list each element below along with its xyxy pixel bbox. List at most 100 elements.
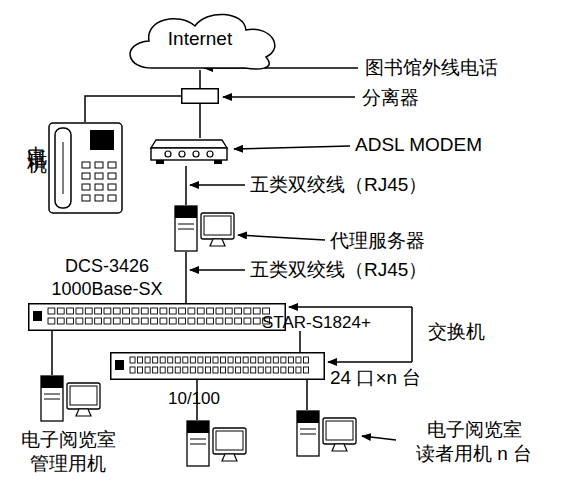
phone-key: [82, 162, 90, 168]
proxy-server-outline: [174, 205, 236, 252]
switch-port: [138, 357, 143, 363]
switch-port: [160, 357, 165, 363]
switch-port: [85, 308, 92, 314]
switch-port: [225, 318, 232, 324]
switch-port: [141, 318, 148, 324]
callout-bracket: [411, 307, 413, 362]
pc-tower: [297, 411, 319, 456]
network-cable: [299, 331, 301, 352]
switch-port: [207, 308, 214, 314]
network-cable: [199, 70, 201, 88]
switch-port: [160, 367, 165, 373]
switch-port: [130, 367, 135, 373]
phone-key: [108, 184, 116, 190]
phone-key: [82, 184, 90, 190]
network-cable: [306, 380, 308, 410]
callout-arrow: [190, 269, 245, 271]
annotation-label: 交换机: [428, 320, 485, 344]
switch-port: [303, 357, 308, 363]
node-text: 分离器: [362, 86, 419, 110]
proxy-server: 代理服务器: [174, 205, 236, 252]
pc-monitor: [201, 213, 234, 239]
switch-port: [205, 357, 210, 363]
pc-drive-slot: [300, 429, 316, 430]
switch-port: [104, 308, 111, 314]
switch-port: [288, 357, 293, 363]
switch-port: [67, 308, 74, 314]
modem-led: [207, 151, 213, 157]
reader-computer: [187, 421, 246, 466]
annotation-label: 10/100: [168, 388, 220, 409]
switch-port: [221, 357, 226, 363]
switch-port: [251, 367, 256, 373]
switch-port: [183, 357, 188, 363]
pc-drive-slot: [300, 434, 316, 435]
switch-port: [85, 318, 92, 324]
switch-port: [253, 308, 260, 314]
switch-port: [273, 357, 278, 363]
switch-port: [221, 367, 226, 373]
phone-key: [108, 162, 116, 168]
switch-port: [48, 308, 55, 314]
callout-arrow: [223, 96, 355, 98]
callout-arrow: [190, 184, 245, 186]
switch-port: [179, 318, 186, 324]
switch-port: [244, 308, 251, 314]
switch-port: [266, 357, 271, 363]
pc-stand: [76, 409, 91, 416]
phone-key: [95, 184, 103, 190]
pc-drive-slot: [190, 444, 206, 445]
pc-screen: [216, 431, 243, 450]
network-cable: [185, 252, 187, 303]
pc-monitor: [213, 428, 246, 454]
switch-port: [183, 367, 188, 373]
switch-port: [130, 357, 135, 363]
pc-screen: [326, 421, 353, 440]
switch-port: [296, 357, 301, 363]
splitter-box-outline: [181, 88, 219, 104]
switch-port: [296, 367, 301, 373]
callout-arrow: [238, 235, 325, 240]
annotation-label: 五类双绞线（RJ45）: [250, 258, 427, 282]
phone-key: [95, 195, 103, 201]
phone-key: [108, 195, 116, 201]
callout-arrow: [328, 361, 412, 363]
switch-port: [281, 357, 286, 363]
pc-tower-top: [297, 411, 319, 423]
pc-stand: [222, 454, 237, 461]
node-text: 电子阅览室 读者用机 n 台: [398, 418, 550, 466]
switch-port: [228, 357, 233, 363]
pc-screen: [204, 216, 231, 235]
switch-port: [113, 318, 120, 324]
pc-monitor: [67, 383, 100, 409]
switch-port: [288, 367, 293, 373]
pc-tower-top: [41, 376, 63, 388]
switch-port: [145, 367, 150, 373]
switch-port: [225, 308, 232, 314]
network-cable: [185, 166, 187, 205]
switch-port: [258, 357, 263, 363]
switch-port: [213, 367, 218, 373]
switch-port: [190, 367, 195, 373]
switch-port: [168, 367, 173, 373]
management-computer: 电子阅览室 管理用机: [40, 375, 102, 422]
phone-handset: [55, 128, 71, 208]
switch-port: [303, 367, 308, 373]
switch-port: [198, 357, 203, 363]
node-text: 代理服务器: [330, 229, 425, 253]
pc-screen: [70, 386, 97, 405]
modem-foot: [214, 160, 222, 164]
switch-port: [123, 308, 130, 314]
switch-port: [179, 308, 186, 314]
switch-port: [104, 318, 111, 324]
switch-port: [243, 357, 248, 363]
modem-led: [193, 151, 199, 157]
phone-key: [82, 173, 90, 179]
core-switch: DCS-3426 1000Base-SX: [28, 303, 286, 331]
annotation-label: 图书馆外线电话: [365, 56, 498, 80]
switch-panel: [115, 360, 124, 370]
switch-port: [113, 308, 120, 314]
switch-port: [235, 308, 242, 314]
pc-drive-slot: [44, 399, 60, 400]
